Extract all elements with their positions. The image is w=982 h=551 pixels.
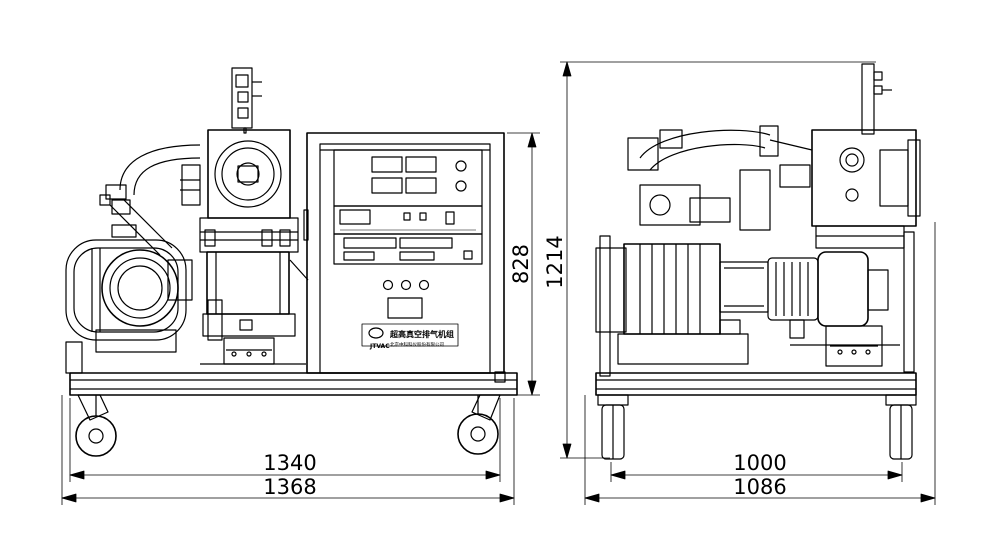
front-view: JTVAC 超高真空排气机组 北京中科科仪股份有限公司	[65, 67, 518, 457]
panel-name-plate: 超高真空排气机组	[389, 329, 454, 339]
front-right-caster	[457, 394, 501, 455]
panel-logo-text: JTVAC	[369, 343, 390, 350]
side-motor	[767, 251, 900, 367]
panel-labels: JTVAC 超高真空排气机组 北京中科科仪股份有限公司	[369, 329, 454, 350]
base-frame	[65, 341, 518, 396]
side-rotary-pump	[595, 243, 769, 365]
front-top-valve	[231, 67, 262, 134]
side-left-caster	[597, 394, 629, 460]
front-left-caster	[75, 394, 117, 457]
side-right-caster	[885, 394, 917, 460]
side-top-valve	[861, 63, 892, 135]
side-chamber	[811, 129, 921, 249]
dimension-labels: 1340 1368 828 1214 1000 1086	[263, 235, 786, 499]
side-base-frame	[595, 231, 917, 396]
dim-side-inner-width: 1000	[733, 451, 786, 475]
panel-company-line: 北京中科科仪股份有限公司	[390, 341, 444, 348]
dimension-lines	[61, 61, 936, 505]
dim-front-inner-width: 1340	[263, 451, 316, 475]
dim-side-outer-width: 1086	[733, 475, 786, 499]
side-view	[595, 63, 921, 460]
side-piping	[627, 125, 813, 231]
rotary-pump	[65, 239, 223, 353]
front-chamber	[199, 129, 299, 253]
dim-front-outer-width: 1368	[263, 475, 316, 499]
dim-cabinet-height: 828	[509, 244, 533, 284]
front-turbo-pump	[200, 251, 309, 365]
dim-total-height: 1214	[543, 235, 567, 288]
control-cabinet	[303, 132, 505, 374]
front-piping	[99, 144, 201, 256]
